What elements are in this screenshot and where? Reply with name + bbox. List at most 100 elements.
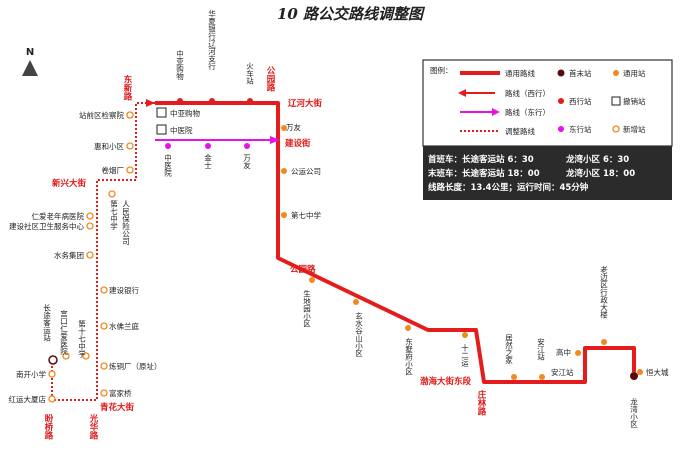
north-label: N (26, 47, 34, 58)
common-stop-dot (309, 277, 315, 283)
common-stop-dot (539, 374, 545, 380)
new-stop-dot (126, 111, 134, 119)
common-stop-dot (281, 125, 287, 131)
stop-label: 安江站 (551, 367, 574, 377)
common-stop-dot (575, 350, 581, 356)
west-stop-dot (209, 98, 215, 104)
stop-label: 老边区行政大楼 (599, 265, 608, 320)
stop-label: 安江站 (536, 337, 545, 362)
svg-text:中医院: 中医院 (170, 125, 193, 135)
legend: 图例： 通用路线 路线（西行） 路线（东行） 调整路线 首末站 通用站 西行站 … (422, 59, 673, 147)
map-title: 10 路公交路线调整图 (277, 5, 426, 23)
terminal-stop-dot (630, 372, 638, 380)
road-label: 东新路 (122, 74, 132, 101)
stop-label: 站前区检察院 (79, 110, 124, 120)
legend-west-stop: 西行站 (569, 96, 592, 106)
last-bus-text: 末班车：长途客运站 18：00 (427, 168, 540, 179)
common-route-line (155, 101, 636, 384)
legend-common-stop: 通用站 (623, 68, 646, 78)
stop-label: 惠和小区 (94, 141, 124, 151)
route-length-text: 线路长度：13.4公里；运行时间：45分钟 (428, 182, 589, 193)
east-stop-dot (165, 143, 171, 149)
east-stop-dot (205, 143, 211, 149)
common-stop-dot (281, 212, 287, 218)
road-label: 公园路 (265, 66, 275, 92)
stop-label: 长途客运站 (42, 303, 51, 343)
stop-label: 中亚购物 (175, 49, 184, 82)
common-stop-dot (511, 374, 517, 380)
top-stop-labels: 中亚购物 华夏银行辽河支行 火车站 中医院 金士 万友 万友 (163, 9, 301, 178)
stop-label: 东墅府小区 (404, 337, 413, 376)
common-stop-dot (281, 168, 287, 174)
legend-adjust-route: 调整路线 (505, 126, 535, 136)
stop-label: 卷烟厂 (102, 165, 125, 175)
stop-label: 建设社区卫生服务中心 (9, 221, 84, 231)
road-label: 新兴大街 (52, 178, 87, 189)
stop-label: 龙湾小区 (629, 397, 638, 429)
stop-label: 人民保险公司 (121, 200, 130, 246)
stop-label: 万友 (286, 122, 301, 132)
road-label: 渤海大街东段 (420, 376, 472, 387)
legend-first-stop: 首末站 (569, 68, 592, 78)
legend-east-stop: 东行站 (569, 124, 592, 134)
stop-label: 炼铜厂（原址） (109, 361, 162, 371)
legend-new-stop: 新增站 (623, 124, 646, 134)
north-arrow-icon: N (22, 47, 38, 76)
stop-label: 火车站 (245, 62, 254, 86)
common-stop-dot (462, 332, 468, 338)
stop-label: 第十七中学 (77, 319, 86, 358)
last-bus-text-b: 龙湾小区 18：00 (565, 168, 635, 179)
right-stop-labels: 公运公司 第七中学 生地园小区 玄水谷山小区 东墅府小区 十二运 居然之家 安江… (291, 167, 669, 428)
legend-heading: 图例： (430, 65, 453, 75)
stop-label: 第七中学 (109, 199, 118, 231)
stop-label: 高中 (556, 347, 571, 357)
first-bus-text-b: 龙湾小区 6：30 (565, 154, 629, 165)
stop-label: 宫口仁爱医院 (59, 309, 68, 357)
stop-label: 生地园小区 (302, 289, 311, 328)
legend-common-route: 通用路线 (505, 68, 535, 78)
legend-east-route: 路线（东行） (505, 107, 550, 117)
road-label: 建设街 (284, 138, 311, 149)
stop-label: 恒大城 (646, 367, 669, 377)
stop-label: 居然之家 (504, 334, 513, 365)
removed-stop-zhongya: 中亚购物 (156, 107, 200, 118)
west-stop-dot (177, 98, 183, 104)
stop-label: 华夏银行辽河支行 (207, 9, 216, 72)
road-label: 光华路 (88, 413, 99, 440)
stop-label: 水务集团 (54, 250, 84, 260)
west-stop-dot (247, 98, 253, 104)
stop-label: 南开小学 (16, 369, 46, 379)
stop-label: 第七中学 (291, 210, 321, 220)
left-stop-labels: 站前区检察院 惠和小区 卷烟厂 第七中学 人民保险公司 仁爱老年病医院 建设社区… (9, 110, 162, 404)
stop-label: 仁爱老年病医院 (32, 211, 85, 221)
road-label: 公园路 (290, 264, 316, 275)
stop-label: 十二运 (460, 343, 469, 368)
first-bus-text: 首班车：长途客运站 6：30 (428, 154, 534, 165)
common-stop-dot (637, 369, 643, 375)
road-label: 庄林路 (476, 389, 486, 416)
stop-label: 公运公司 (291, 167, 321, 176)
stop-label: 中医院 (163, 153, 172, 178)
common-stop-dot (601, 339, 607, 345)
stop-label: 玄水谷山小区 (354, 311, 363, 358)
common-stop-dot (405, 325, 411, 331)
stop-label: 金士 (203, 153, 212, 170)
road-label: 盼桥路 (43, 413, 53, 440)
stop-label: 建设银行 (109, 285, 139, 295)
road-labels: 东新路 公园路 辽河大街 建设街 新兴大街 公园路 渤海大街东段 庄林路 青花大… (43, 66, 486, 440)
legend-removed-stop: 撤销站 (623, 96, 646, 106)
schedule-info: 首班车：长途客运站 6：30 龙湾小区 6：30 末班车：长途客运站 18：00… (423, 146, 672, 200)
road-label: 辽河大街 (288, 98, 323, 109)
svg-text:中亚购物: 中亚购物 (170, 108, 200, 118)
east-stop-dot (244, 143, 250, 149)
stop-label: 富家桥 (109, 388, 132, 398)
stop-label: 万友 (242, 154, 251, 171)
common-stop-dot (353, 299, 359, 305)
stop-label: 水佛兰庭 (109, 321, 139, 331)
legend-west-route: 路线（西行） (505, 88, 550, 98)
east-route-line (155, 136, 280, 144)
removed-stop-zhongyiyuan: 中医院 (156, 124, 193, 135)
west-arrow-icon (146, 99, 155, 107)
